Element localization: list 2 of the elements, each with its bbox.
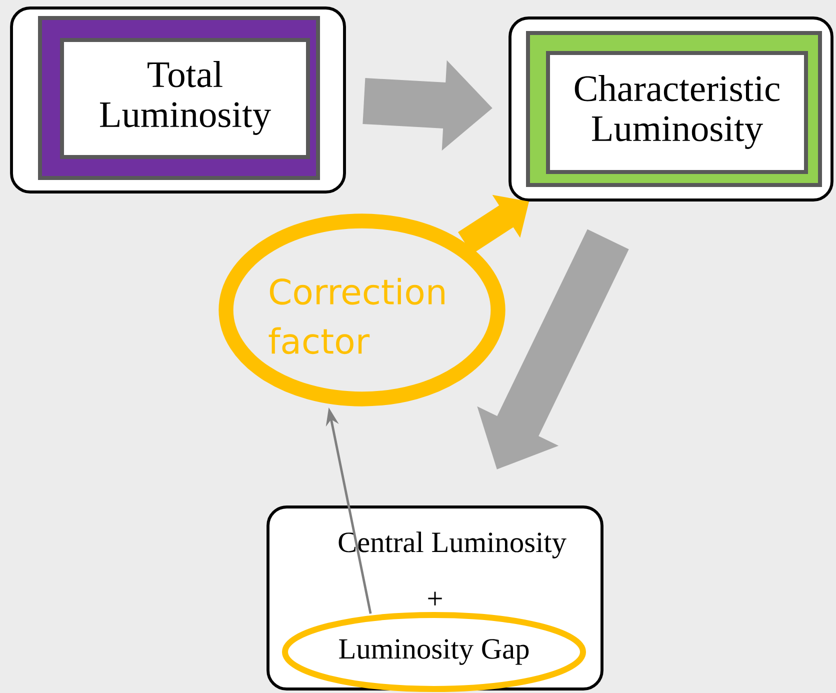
- framed-box: Characteristic Luminosity: [508, 16, 834, 202]
- framed-box: Total Luminosity: [10, 6, 346, 194]
